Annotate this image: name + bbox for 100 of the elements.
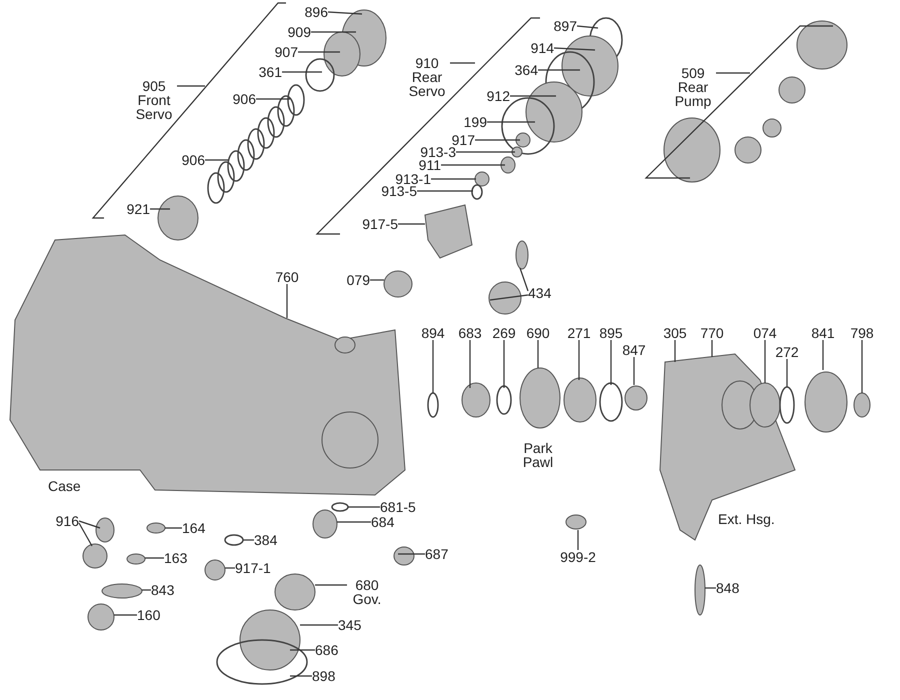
- callout-number: 079: [346, 273, 370, 287]
- callout-label: 509 Rear Pump: [670, 66, 716, 108]
- leader-line: [711, 340, 713, 357]
- leader-line: [286, 284, 288, 318]
- leader-line: [441, 164, 505, 166]
- callout-number: 913-3: [420, 145, 456, 159]
- callout-number: 847: [622, 343, 646, 357]
- callout-number: 681-5: [380, 500, 416, 514]
- leader-line: [431, 178, 476, 180]
- part-name: Park Pawl: [522, 441, 554, 469]
- leader-line: [290, 675, 312, 677]
- leader-line: [578, 340, 580, 380]
- leader-line: [674, 340, 676, 362]
- leader-line: [300, 624, 338, 626]
- leader-line: [282, 71, 322, 73]
- leader-line: [519, 268, 529, 292]
- callout-number: 305: [663, 326, 687, 340]
- callout-number: 916: [56, 514, 79, 528]
- part-name: Case: [48, 479, 81, 493]
- leader-line: [822, 340, 824, 370]
- callout-number: 160: [137, 608, 160, 622]
- leader-line: [290, 649, 315, 651]
- callout-number: 843: [151, 583, 174, 597]
- leader-line: [114, 614, 137, 616]
- leader-line: [417, 190, 473, 192]
- callout-number: 897: [554, 19, 577, 33]
- leader-line: [328, 11, 362, 15]
- callout-number: 909: [288, 25, 311, 39]
- callout-number: 361: [258, 65, 282, 79]
- leader-line: [633, 357, 635, 385]
- callout-number: 163: [164, 551, 188, 565]
- leader-line: [537, 340, 539, 368]
- callout-number: 848: [716, 581, 740, 595]
- callout-number: 345: [338, 618, 362, 632]
- leader-line: [142, 589, 151, 591]
- callout-label: 910 Rear Servo: [404, 56, 450, 98]
- callout-number: 907: [274, 45, 298, 59]
- leader-line: [315, 584, 347, 586]
- leader-line: [145, 557, 164, 559]
- callout-number: 684: [371, 515, 394, 529]
- callout-number: 683: [458, 326, 482, 340]
- leader-line: [398, 223, 425, 225]
- leader-line: [475, 139, 520, 141]
- leader-line: [861, 340, 863, 393]
- leader-line: [764, 340, 766, 383]
- leader-line: [225, 567, 235, 569]
- callout-number: 384: [254, 533, 278, 547]
- callout-number: 269: [492, 326, 516, 340]
- leader-line: [610, 340, 612, 385]
- leader-line: [165, 527, 182, 529]
- callout-number: 895: [599, 326, 623, 340]
- leader-line: [450, 62, 475, 64]
- leader-line: [78, 520, 100, 529]
- leader-line: [243, 539, 254, 541]
- callout-number: 917-1: [235, 561, 271, 575]
- callout-number: 770: [700, 326, 724, 340]
- callout-number: 894: [421, 326, 445, 340]
- callout-label: 905 Front Servo: [131, 79, 177, 121]
- callout-number: 912: [486, 89, 510, 103]
- callout-number: 686: [315, 643, 338, 657]
- leader-line: [577, 530, 579, 550]
- callout-number: 690: [526, 326, 550, 340]
- leader-line: [469, 340, 471, 388]
- leader-line: [554, 47, 596, 51]
- callout-number: 760: [275, 270, 299, 284]
- callout-number: 272: [775, 345, 799, 359]
- callout-number: 917: [452, 133, 475, 147]
- leader-line: [78, 522, 93, 546]
- leader-line: [298, 51, 340, 53]
- callout-number: 906: [232, 92, 256, 106]
- callout-number: 898: [312, 669, 336, 683]
- leader-line: [456, 151, 515, 153]
- leader-line: [705, 587, 716, 589]
- leader-line: [311, 31, 356, 33]
- leader-line: [503, 340, 505, 388]
- leader-line: [337, 521, 371, 523]
- callout-number: 798: [850, 326, 874, 340]
- callout-number: 906: [182, 153, 205, 167]
- leader-line: [370, 279, 384, 281]
- callout-number: 199: [464, 115, 487, 129]
- callout-number: 364: [514, 63, 538, 77]
- leader-line: [177, 85, 205, 87]
- leader-line: [256, 98, 290, 100]
- callout-number: 999-2: [560, 550, 596, 564]
- callout-number: 913-1: [395, 172, 431, 186]
- leader-line: [205, 159, 228, 161]
- callout-number: 074: [753, 326, 777, 340]
- leader-line: [150, 208, 170, 210]
- callout-number: 913-5: [381, 184, 417, 198]
- callout-number: 687: [425, 547, 448, 561]
- callout-number: 921: [126, 202, 150, 216]
- callout-number: 271: [567, 326, 591, 340]
- callout-number: 434: [528, 286, 552, 300]
- callout-number: 841: [811, 326, 835, 340]
- part-name: Ext. Hsg.: [718, 512, 775, 526]
- callout-number: 911: [418, 158, 441, 172]
- leader-line: [348, 506, 380, 508]
- leader-line: [432, 340, 434, 393]
- callout-number: 917-5: [362, 217, 398, 231]
- leader-line: [510, 95, 556, 97]
